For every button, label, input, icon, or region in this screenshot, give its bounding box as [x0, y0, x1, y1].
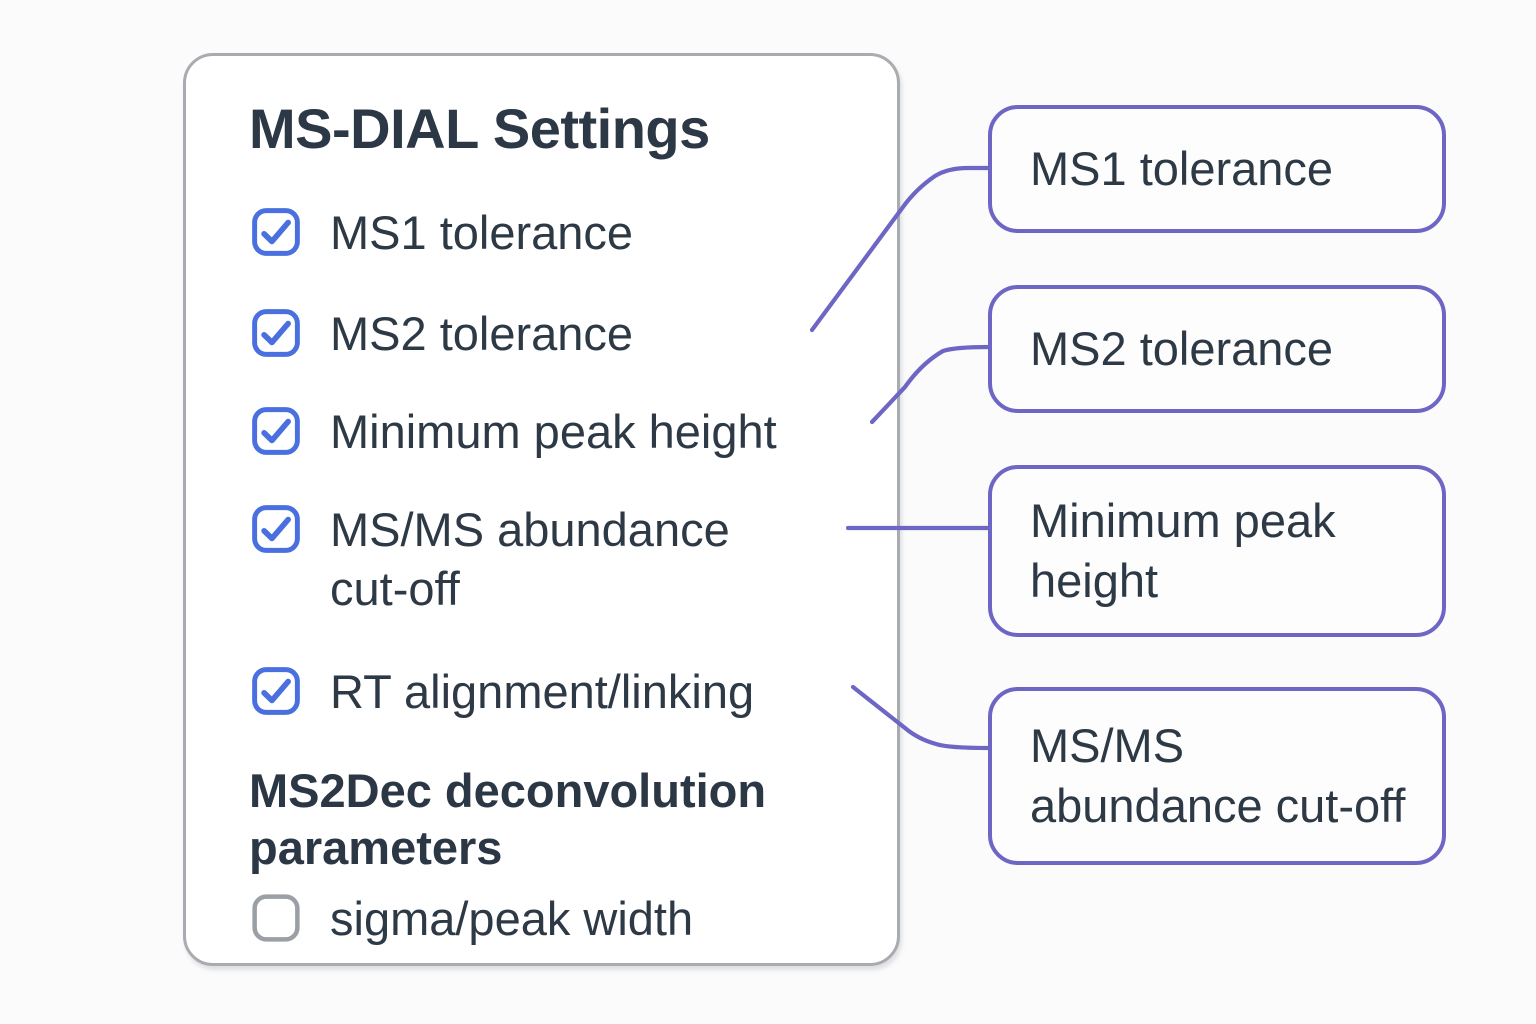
callout-label: MS/MS abundance cut-off [1030, 719, 1406, 832]
subsection-heading: MS2Dec deconvolution parameters [249, 764, 767, 874]
callout-label: MS1 tolerance [1030, 142, 1334, 195]
setting-row-msms-abundance-cutoff: MS/MS abundance cut-off [249, 502, 790, 618]
checkbox-checked-icon[interactable] [249, 404, 303, 458]
callout-ms2-tolerance: MS2 tolerance [988, 285, 1446, 413]
setting-label: MS1 tolerance [330, 206, 634, 259]
checkbox-checked-icon[interactable] [249, 306, 303, 360]
panel-title: MS-DIAL Settings [249, 97, 710, 160]
setting-row-minimum-peak-height: Minimum peak height [249, 404, 777, 461]
callout-minimum-peak-height: Minimum peak height [988, 465, 1446, 637]
setting-label: MS2 tolerance [330, 307, 634, 360]
checkbox-checked-icon[interactable] [249, 502, 303, 556]
setting-row-ms2-tolerance: MS2 tolerance [249, 306, 633, 363]
callout-msms-abundance-cutoff: MS/MS abundance cut-off [988, 687, 1446, 865]
checkbox-checked-icon[interactable] [249, 664, 303, 718]
setting-label: sigma/peak width [330, 892, 694, 945]
setting-row-ms1-tolerance: MS1 tolerance [249, 205, 633, 262]
checkbox-checked-icon[interactable] [249, 205, 303, 259]
checkbox-unchecked-icon[interactable] [249, 891, 303, 945]
setting-label: MS/MS abundance cut-off [330, 503, 730, 615]
setting-label: RT alignment/linking [330, 665, 755, 718]
callout-ms1-tolerance: MS1 tolerance [988, 105, 1446, 233]
setting-label: Minimum peak height [330, 405, 777, 458]
settings-panel: MS-DIAL Settings MS1 tolerance MS2 toler… [183, 53, 900, 966]
callout-label: MS2 tolerance [1030, 322, 1334, 375]
callout-label: Minimum peak height [1030, 494, 1336, 607]
setting-row-rt-alignment-linking: RT alignment/linking [249, 664, 754, 721]
setting-row-sigma-peak-width: sigma/peak width [249, 891, 693, 948]
